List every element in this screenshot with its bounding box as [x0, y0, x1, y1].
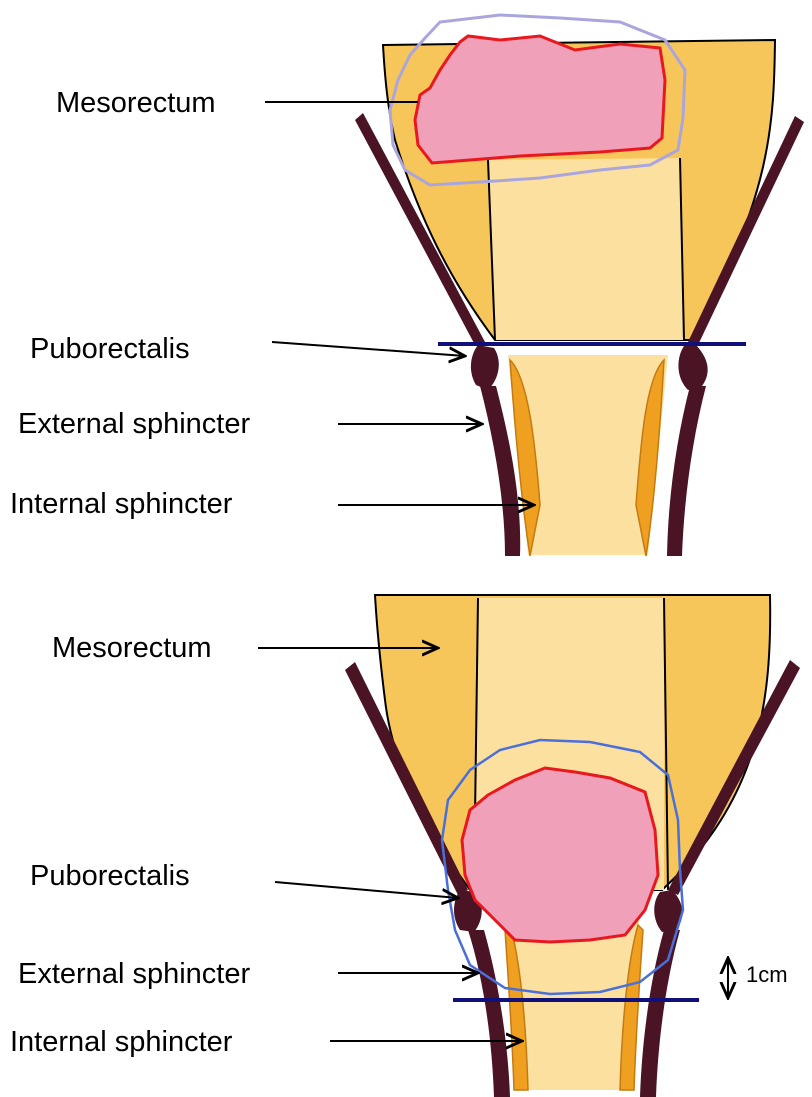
bottom-external-sphincter-right	[640, 930, 680, 1097]
bottom-external-sphincter-left	[468, 930, 510, 1097]
top-puborectalis-left	[471, 345, 499, 390]
bottom-label-mesorectum: Mesorectum	[52, 632, 212, 664]
top-label-external-sphincter: External sphincter	[18, 408, 250, 440]
bottom-label-internal-sphincter: Internal sphincter	[10, 1026, 233, 1058]
top-panel: Mesorectum Puborectalis External sphinct…	[10, 15, 804, 556]
bottom-panel: 1cm Mesorectum Puborectalis External sph…	[10, 595, 800, 1097]
distance-label-1cm: 1cm	[746, 962, 788, 987]
top-tumour	[415, 36, 665, 163]
bottom-arrow-puborectalis	[275, 882, 458, 898]
bottom-label-external-sphincter: External sphincter	[18, 958, 250, 990]
top-label-internal-sphincter: Internal sphincter	[10, 488, 233, 520]
top-label-puborectalis: Puborectalis	[30, 333, 190, 365]
top-rectum-wall	[488, 158, 684, 340]
top-external-sphincter-right	[667, 386, 706, 556]
top-arrow-puborectalis	[272, 342, 465, 356]
top-puborectalis-right	[678, 345, 707, 390]
bottom-label-puborectalis: Puborectalis	[30, 860, 190, 892]
bottom-tumour	[462, 768, 658, 942]
top-label-mesorectum: Mesorectum	[56, 87, 216, 119]
